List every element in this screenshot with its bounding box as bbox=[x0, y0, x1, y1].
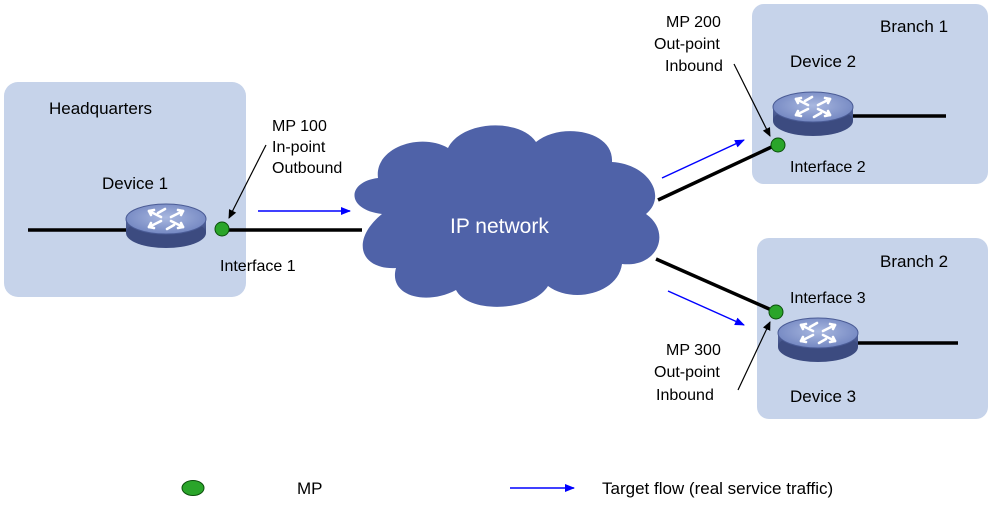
mp300-name: MP 300 bbox=[666, 342, 721, 359]
mp200-name: MP 200 bbox=[666, 14, 721, 31]
mp300-dot bbox=[768, 304, 784, 320]
legend-flow-label: Target flow (real service traffic) bbox=[602, 479, 833, 498]
device3-router-icon bbox=[776, 316, 860, 364]
interface3-label: Interface 3 bbox=[790, 290, 866, 307]
mp300-pointer-arrow bbox=[737, 321, 771, 391]
interface2-label: Interface 2 bbox=[790, 159, 866, 176]
ip-network-cloud bbox=[354, 125, 660, 307]
mp100-point: In-point bbox=[272, 139, 326, 156]
flow-arrow-branch1 bbox=[661, 139, 745, 179]
legend-mp-dot bbox=[181, 480, 205, 496]
mp300-point: Out-point bbox=[654, 364, 720, 381]
cloud-branch2-link bbox=[655, 257, 777, 314]
mp100-dot bbox=[214, 221, 230, 237]
device3-label: Device 3 bbox=[790, 387, 856, 406]
mp100-direction: Outbound bbox=[272, 160, 342, 177]
mp200-dot bbox=[770, 137, 786, 153]
flow-arrow-branch2 bbox=[667, 290, 745, 326]
headquarters-label: Headquarters bbox=[49, 99, 152, 118]
branch1-label: Branch 1 bbox=[880, 17, 948, 36]
branch1-box bbox=[752, 4, 988, 184]
mp200-direction: Inbound bbox=[665, 58, 723, 75]
mp300-direction: Inbound bbox=[656, 387, 714, 404]
mp200-point: Out-point bbox=[654, 36, 720, 53]
mp200-pointer-arrow bbox=[733, 63, 771, 137]
branch2-box bbox=[757, 238, 988, 419]
device1-label: Device 1 bbox=[102, 174, 168, 193]
branch2-label: Branch 2 bbox=[880, 252, 948, 271]
mp100-name: MP 100 bbox=[272, 118, 327, 135]
device1-router-icon bbox=[124, 202, 208, 250]
ip-network-label: IP network bbox=[450, 215, 549, 238]
mp100-pointer-arrow bbox=[228, 144, 267, 219]
device2-router-icon bbox=[771, 90, 855, 138]
legend-mp-label: MP bbox=[297, 479, 323, 498]
interface1-label: Interface 1 bbox=[220, 258, 296, 275]
device2-label: Device 2 bbox=[790, 52, 856, 71]
cloud-branch1-link bbox=[657, 142, 779, 202]
